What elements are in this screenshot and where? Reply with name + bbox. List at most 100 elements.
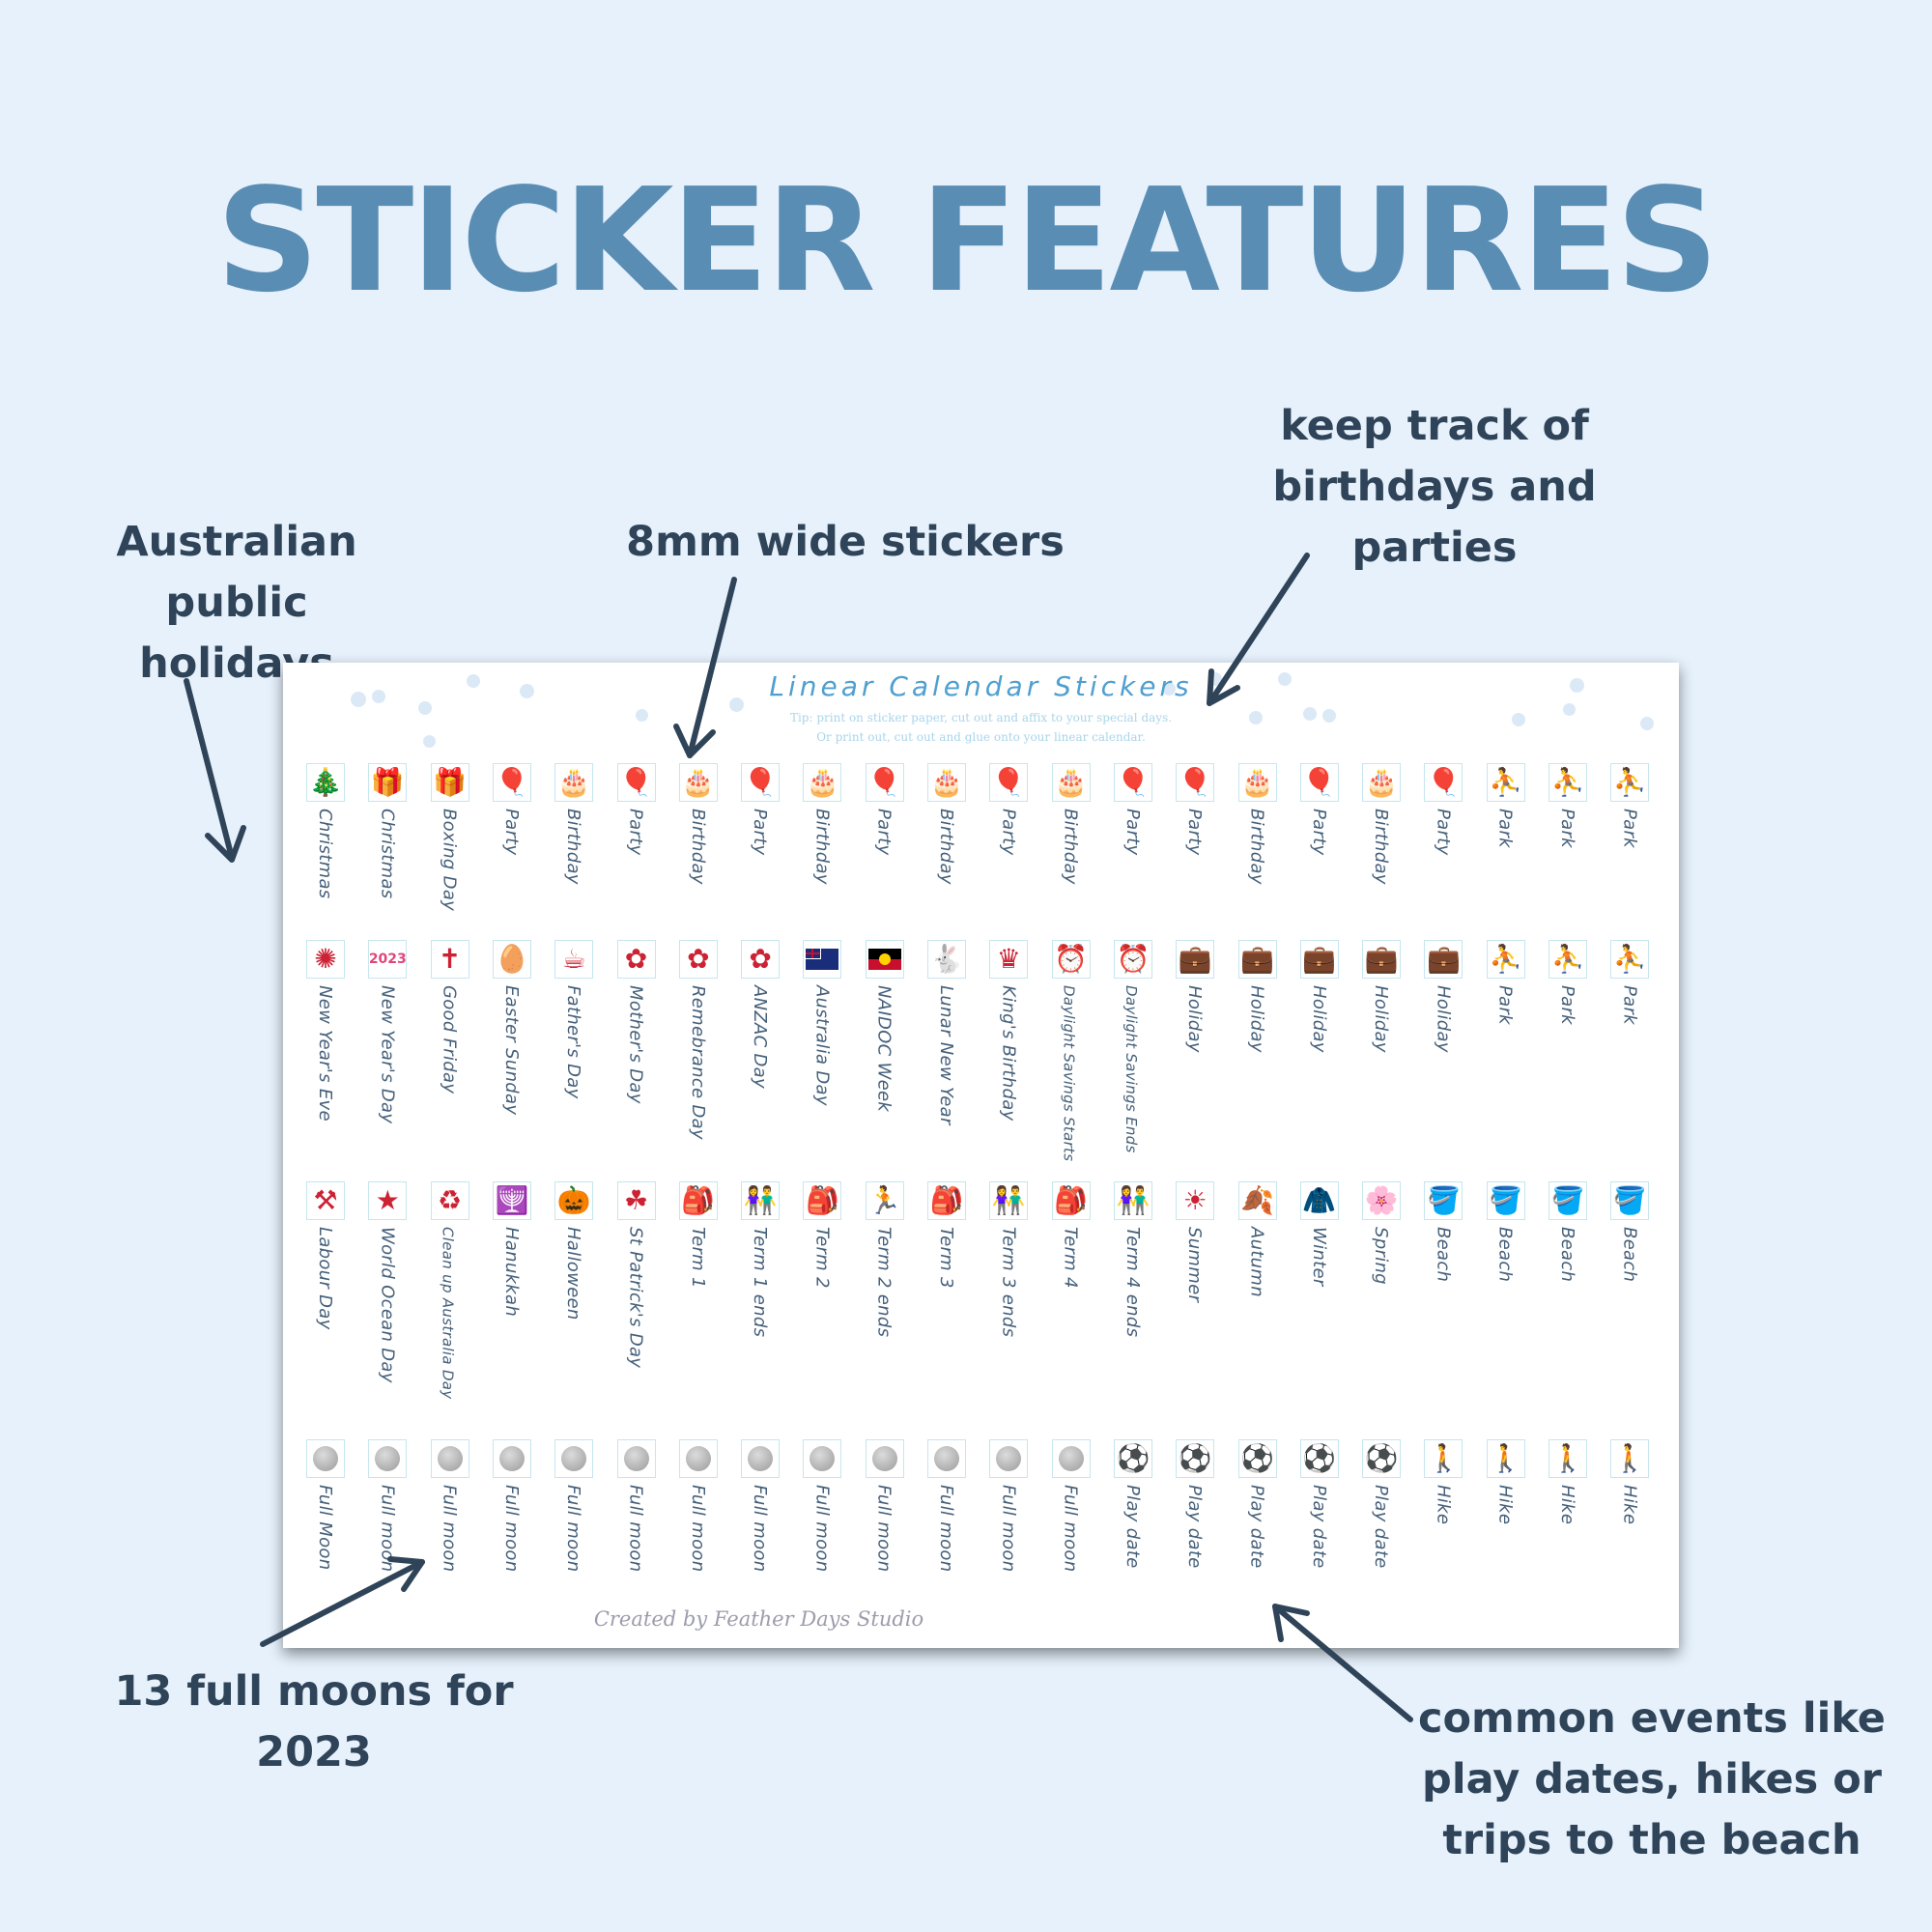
sticker-icon-box: ✿ bbox=[678, 940, 718, 979]
sticker-icon-box: ⛹ bbox=[1486, 940, 1525, 979]
sticker-icon-box bbox=[803, 1439, 842, 1478]
sticker-icon-box: 🧥 bbox=[1299, 1181, 1339, 1220]
crown-icon: ♛ bbox=[996, 943, 1021, 975]
sticker-label: Full moon bbox=[687, 1485, 708, 1573]
sticker-park: ⛹Park bbox=[1548, 940, 1587, 1025]
sticker-full-moon: Full moon bbox=[678, 1439, 718, 1573]
sticker-holiday: 💼Holiday bbox=[1176, 940, 1215, 1053]
sticker-clean-up-australia-day: ♻Clean up Australia Day bbox=[430, 1181, 469, 1399]
sticker-label: Birthday bbox=[936, 809, 956, 885]
full-moon-icon bbox=[1058, 1446, 1084, 1471]
sticker-icon-box bbox=[492, 1439, 531, 1478]
sticker-icon-box: 🪣 bbox=[1610, 1181, 1650, 1220]
sticker-label: Boxing Day bbox=[439, 809, 460, 912]
sticker-label: Term 3 bbox=[936, 1227, 956, 1289]
alarm-clock-icon: ⏰ bbox=[1116, 943, 1151, 975]
sticker-icon-box: 🎒 bbox=[927, 1181, 966, 1220]
sticker-label: Lunar New Year bbox=[936, 985, 956, 1125]
sticker-icon-box: 🎂 bbox=[1362, 763, 1402, 802]
bubble-decoration bbox=[1563, 703, 1576, 716]
sticker-label: Party bbox=[1184, 809, 1206, 856]
sticker-remebrance-day: ✿Remebrance Day bbox=[678, 940, 718, 1140]
blossom-icon: 🌸 bbox=[1364, 1184, 1399, 1216]
sticker-world-ocean-day: ★World Ocean Day bbox=[368, 1181, 408, 1383]
sticker-boxing-day: 🎁 Boxing Day bbox=[430, 763, 469, 912]
sticker-icon-box: 🎂 bbox=[554, 763, 594, 802]
bubble-decoration bbox=[1162, 682, 1176, 696]
sticker-label: Full moon bbox=[377, 1485, 398, 1573]
sticker-birthday: 🎂Birthday bbox=[927, 763, 966, 885]
bucket-icon: 🪣 bbox=[1550, 1184, 1585, 1216]
balloons-icon: 🎈 bbox=[743, 766, 778, 798]
bubble-decoration bbox=[1640, 717, 1654, 730]
sticker-icon-box: ⚽ bbox=[1113, 1439, 1152, 1478]
sticker-label: Hike bbox=[1494, 1485, 1516, 1525]
sticker-play-date: ⚽Play date bbox=[1237, 1439, 1277, 1569]
full-moon-icon bbox=[871, 1446, 897, 1471]
bubble-decoration bbox=[1249, 711, 1263, 724]
sticker-icon-box: 🎒 bbox=[1051, 1181, 1091, 1220]
sticker-lunar-new-year: 🐇 Lunar New Year bbox=[927, 940, 966, 1125]
balloons-icon: 🎈 bbox=[1302, 766, 1337, 798]
sticker-icon-box: 🐇 bbox=[927, 940, 966, 979]
sticker-label: Christmas bbox=[377, 809, 398, 899]
sticker-party: 🎈Party bbox=[741, 763, 781, 856]
sticker-icon-box: 💼 bbox=[1237, 940, 1277, 979]
sticker-icon-box: 💼 bbox=[1176, 940, 1215, 979]
sticker-icon-box: ⚽ bbox=[1237, 1439, 1277, 1478]
sticker-mother-s-day: ✿Mother's Day bbox=[616, 940, 656, 1104]
hikers-icon: 🚶 bbox=[1612, 1442, 1647, 1474]
sun-icon: ☀ bbox=[1182, 1184, 1208, 1216]
sticker-icon-box: ☕ bbox=[554, 940, 594, 979]
balloons-icon: 🎈 bbox=[1178, 766, 1212, 798]
backpack-icon: 🎒 bbox=[681, 1184, 716, 1216]
christmas-tree-icon: 🎄 bbox=[308, 766, 343, 798]
poppy-icon: ✿ bbox=[687, 943, 710, 975]
sticker-winter: 🧥Winter bbox=[1299, 1181, 1339, 1287]
sticker-label: Park bbox=[1619, 809, 1640, 848]
sticker-icon-box: ☀ bbox=[1176, 1181, 1215, 1220]
page-title: STICKER FEATURES bbox=[215, 157, 1719, 324]
shamrock-icon: ☘ bbox=[623, 1184, 649, 1216]
sticker-label: Park bbox=[1557, 985, 1577, 1025]
sticker-label: Beach bbox=[1557, 1227, 1577, 1283]
sticker-label: Australia Day bbox=[811, 985, 833, 1106]
sticker-icon-box: 🎈 bbox=[1176, 763, 1215, 802]
sticker-icon-box: 👫 bbox=[1113, 1181, 1152, 1220]
sticker-icon-box bbox=[989, 1439, 1029, 1478]
sticker-play-date: ⚽Play date bbox=[1362, 1439, 1402, 1569]
sticker-label: Play date bbox=[1122, 1485, 1143, 1569]
sticker-term-3-ends: 👫Term 3 ends bbox=[989, 1181, 1029, 1337]
sticker-icon-box: ✿ bbox=[616, 940, 656, 979]
sticker-label: Autumn bbox=[1246, 1227, 1267, 1297]
sticker-label: Full moon bbox=[500, 1485, 522, 1573]
sticker-birthday: 🎂Birthday bbox=[803, 763, 842, 885]
sticker-party: 🎈Party bbox=[616, 763, 656, 856]
sticker-label: Term 1 ends bbox=[750, 1227, 771, 1338]
sticker-daylight-savings-starts: ⏰Daylight Savings Starts bbox=[1051, 940, 1091, 1161]
sticker-party: 🎈Party bbox=[1299, 763, 1339, 856]
sheet-footer: Created by Feather Days Studio bbox=[593, 1607, 924, 1631]
sticker-icon-box: 🎈 bbox=[1424, 763, 1463, 802]
sticker-father-s-day: ☕Father's Day bbox=[554, 940, 594, 1099]
sticker-icon-box: 🥚 bbox=[492, 940, 531, 979]
sticker-icon-box: 🎈 bbox=[741, 763, 781, 802]
sticker-label: Birthday bbox=[1060, 809, 1081, 885]
sticker-holiday: 💼Holiday bbox=[1299, 940, 1339, 1053]
sticker-icon-box: 🎁 bbox=[368, 763, 408, 802]
sticker-label: Park bbox=[1557, 809, 1577, 848]
sticker-icon-box bbox=[1051, 1439, 1091, 1478]
sheet-title: Linear Calendar Stickers bbox=[769, 670, 1193, 702]
sticker-icon-box bbox=[927, 1439, 966, 1478]
sticker-icon-box: 🎈 bbox=[1113, 763, 1152, 802]
sticker-label: Party bbox=[1433, 809, 1454, 856]
sticker-play-date: ⚽Play date bbox=[1299, 1439, 1339, 1569]
play-date-icon: ⚽ bbox=[1116, 1442, 1151, 1474]
full-moon-icon bbox=[375, 1446, 401, 1471]
sticker-label: Birthday bbox=[687, 809, 708, 885]
full-moon-icon bbox=[498, 1446, 525, 1471]
gift-icon: 🎁 bbox=[433, 766, 468, 798]
sticker-icon-box: 🎂 bbox=[803, 763, 842, 802]
balloons-icon: 🎈 bbox=[867, 766, 902, 798]
